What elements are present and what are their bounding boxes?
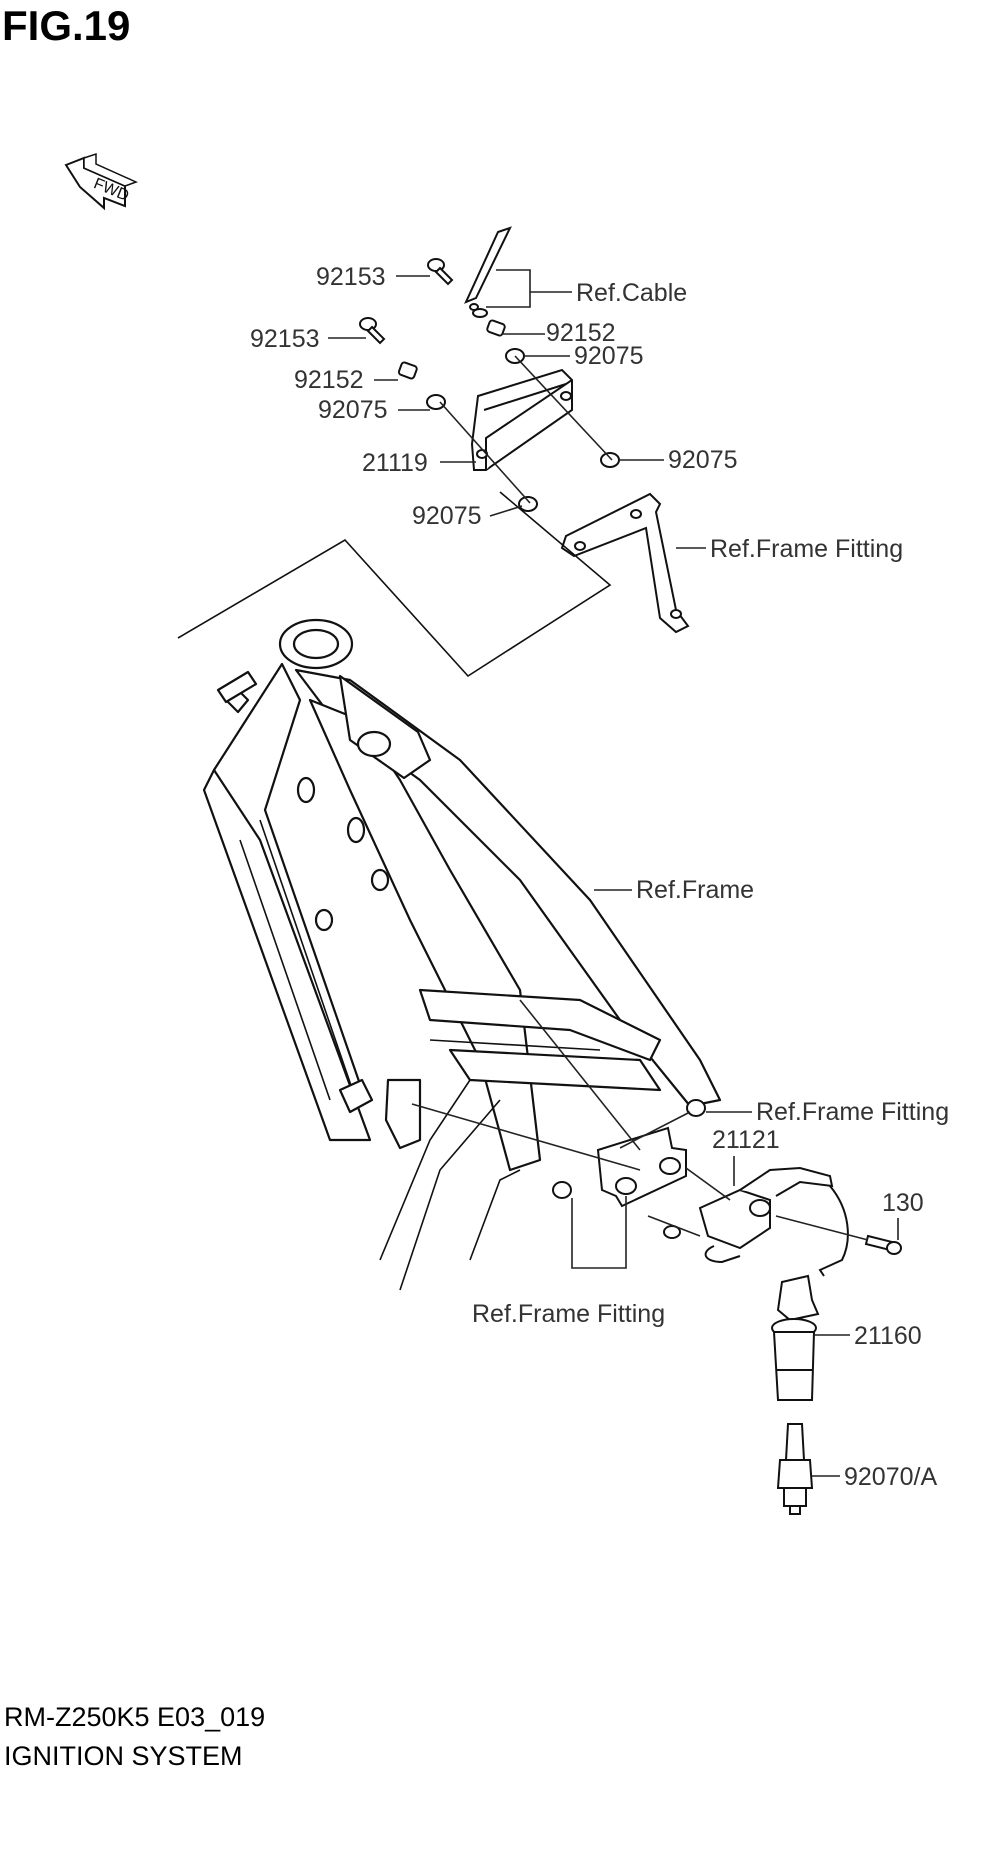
footer-model-code: RM-Z250K5 E03_019 — [4, 1702, 266, 1732]
label-ref-frame: Ref.Frame — [636, 876, 754, 904]
cdi-unit-21119 — [470, 368, 573, 471]
label-92070a: 92070/A — [844, 1463, 937, 1491]
callout-labels: 92153 Ref.Cable 92153 92152 92075 92152 … — [250, 263, 949, 1491]
spark-plug-cap-21160 — [771, 1274, 820, 1401]
motorcycle-frame — [202, 618, 722, 1291]
grommet-92075-b — [426, 394, 446, 410]
label-92075-d: 92075 — [412, 502, 482, 530]
label-ref-frame-fitting-b: Ref.Frame Fitting — [756, 1098, 949, 1126]
collar-92152-a — [486, 319, 506, 337]
label-92075-c: 92075 — [668, 446, 738, 474]
grommet-92075-c — [600, 452, 620, 468]
detail-box — [177, 491, 612, 678]
label-92075-a: 92075 — [574, 342, 644, 370]
label-21119: 21119 — [362, 449, 428, 477]
label-130: 130 — [882, 1189, 924, 1217]
label-92153-a: 92153 — [316, 263, 386, 291]
screw-92153-b — [359, 317, 386, 345]
label-92152-a: 92152 — [546, 319, 616, 347]
bolt-130 — [864, 1234, 902, 1255]
footer-section-name: IGNITION SYSTEM — [4, 1741, 243, 1771]
label-ref-frame-fitting-a: Ref.Frame Fitting — [710, 535, 903, 563]
label-ref-frame-fitting-c: Ref.Frame Fitting — [472, 1300, 665, 1328]
collar-92152-b — [397, 361, 418, 380]
frame-fitting-bracket-top — [560, 492, 690, 634]
leader-lines — [328, 269, 899, 1477]
figure-title: FIG.19 — [2, 2, 131, 49]
grommet-92075-d — [518, 496, 538, 512]
ignition-coil-assembly — [411, 999, 902, 1515]
label-92153-b: 92153 — [250, 325, 320, 353]
ignition-coil-21121 — [698, 1166, 849, 1277]
label-92075-b: 92075 — [318, 396, 388, 424]
spark-plug-92070a — [776, 1423, 814, 1515]
bolt-fitting-c — [552, 1181, 572, 1199]
screw-92153-a — [427, 258, 454, 286]
label-21160: 21160 — [854, 1322, 922, 1350]
bolt-fitting-b — [686, 1099, 706, 1117]
label-21121: 21121 — [712, 1126, 780, 1154]
label-92152-b: 92152 — [294, 366, 364, 394]
cdi-unit-assembly — [359, 226, 690, 634]
label-ref-cable: Ref.Cable — [576, 279, 687, 307]
fwd-arrow-icon: FWD — [64, 152, 138, 211]
